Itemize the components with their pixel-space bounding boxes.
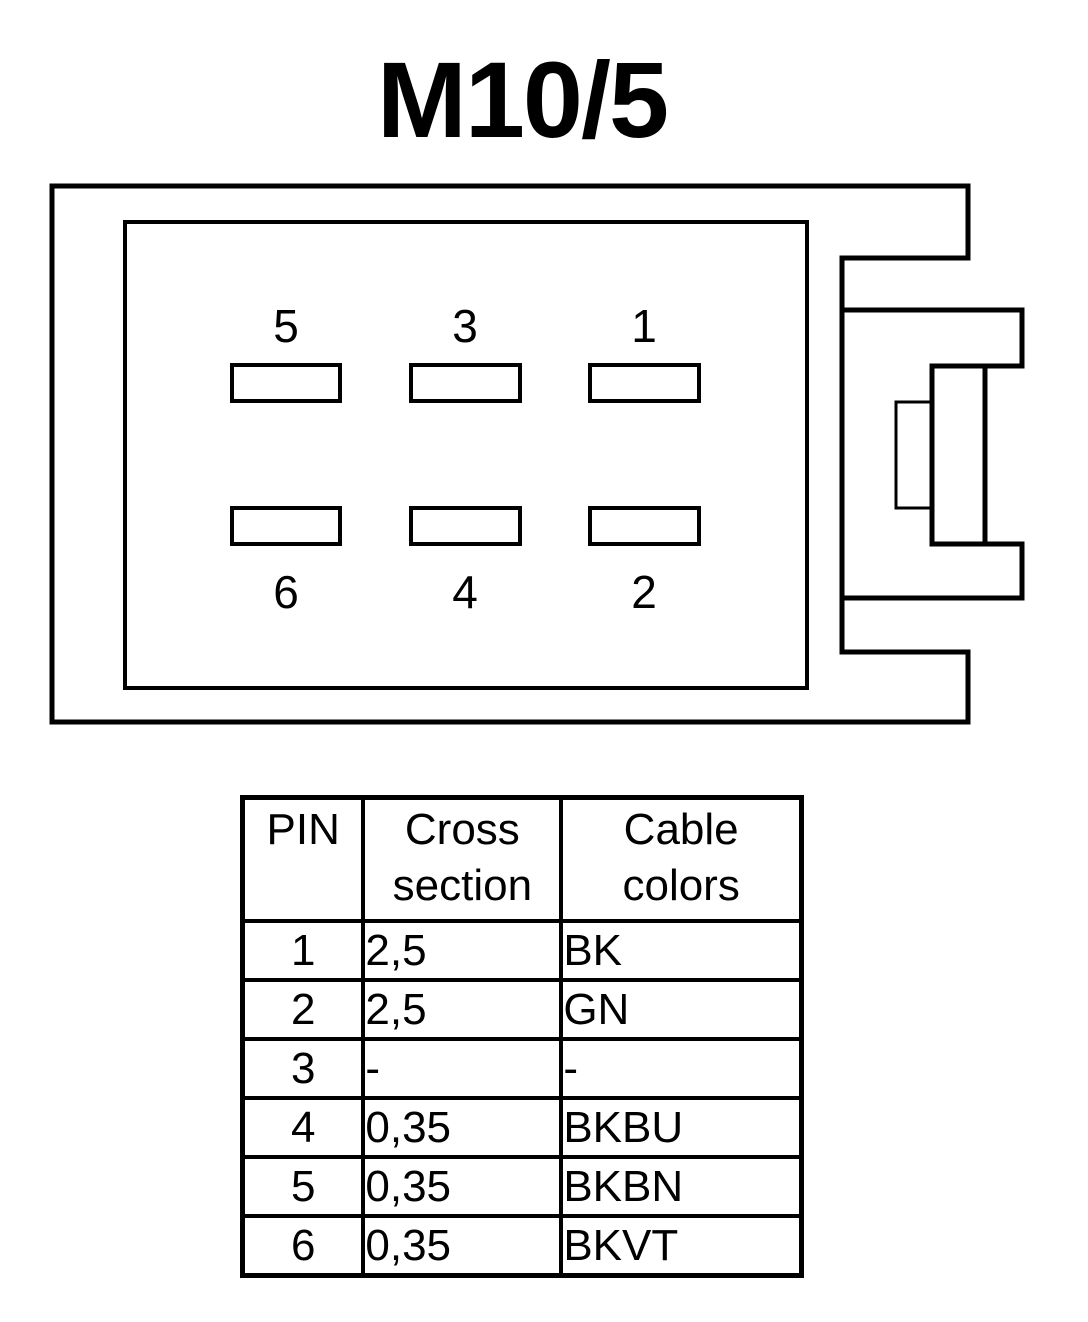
cell-pin: 4 (240, 1096, 366, 1159)
pin-label-top: 1 (631, 300, 657, 352)
pin-slot-1 (588, 363, 701, 403)
cell-cable-color: BKVT (559, 1214, 804, 1278)
cell-cross-section: 0,35 (361, 1155, 564, 1218)
header-cross-line2: section (392, 861, 533, 910)
cell-cross-section: 0,35 (361, 1096, 564, 1159)
connector-cavity (123, 220, 809, 690)
table-row: 4 0,35 BKBU (240, 1096, 804, 1159)
cell-cross-section: 0,35 (361, 1214, 564, 1278)
cell-cable-color: GN (559, 978, 804, 1041)
pin-slot-2 (588, 506, 701, 546)
cell-pin: 1 (240, 919, 366, 982)
pin-label-bottom: 2 (631, 566, 657, 618)
table-row: 3 - - (240, 1037, 804, 1100)
pin-slot-6 (230, 506, 342, 546)
header-pin-label: PIN (266, 805, 340, 854)
pin-label-top: 5 (273, 300, 299, 352)
cell-pin: 3 (240, 1037, 366, 1100)
header-color-line2: colors (622, 861, 740, 910)
header-cross-section: Cross section (361, 795, 564, 923)
pin-slot-4 (409, 506, 522, 546)
table-row: 2 2,5 GN (240, 978, 804, 1041)
cell-pin: 5 (240, 1155, 366, 1218)
cell-pin: 6 (240, 1214, 366, 1278)
pin-assignment-table: PIN Cross section Cable colors 1 2,5 BK … (240, 795, 804, 1278)
connector-latch-button (894, 400, 934, 510)
header-cross-line1: Cross (404, 805, 520, 854)
pin-slot-3 (409, 363, 522, 403)
cell-cross-section: 2,5 (361, 978, 564, 1041)
pin-label-bottom: 4 (452, 566, 478, 618)
connector-title: M10/5 (376, 39, 669, 160)
pin-label-bottom: 6 (273, 566, 299, 618)
table-row: 1 2,5 BK (240, 919, 804, 982)
header-color-line1: Cable (623, 805, 739, 854)
header-pin: PIN (240, 795, 366, 923)
cell-pin: 2 (240, 978, 366, 1041)
connector-housing-outline (49, 183, 971, 725)
cell-cable-color: BKBN (559, 1155, 804, 1218)
cell-cross-section: 2,5 (361, 919, 564, 982)
cell-cross-section: - (361, 1037, 564, 1100)
connector-diagram: 5 3 1 6 4 2 (49, 183, 1025, 725)
table-row: 5 0,35 BKBN (240, 1155, 804, 1218)
pin-slot-5 (230, 363, 342, 403)
cell-cable-color: BKBU (559, 1096, 804, 1159)
header-cable-colors: Cable colors (559, 795, 804, 923)
cell-cable-color: - (559, 1037, 804, 1100)
pin-label-top: 3 (452, 300, 478, 352)
table-header-row: PIN Cross section Cable colors (240, 795, 804, 923)
cell-cable-color: BK (559, 919, 804, 982)
table-row: 6 0,35 BKVT (240, 1214, 804, 1278)
